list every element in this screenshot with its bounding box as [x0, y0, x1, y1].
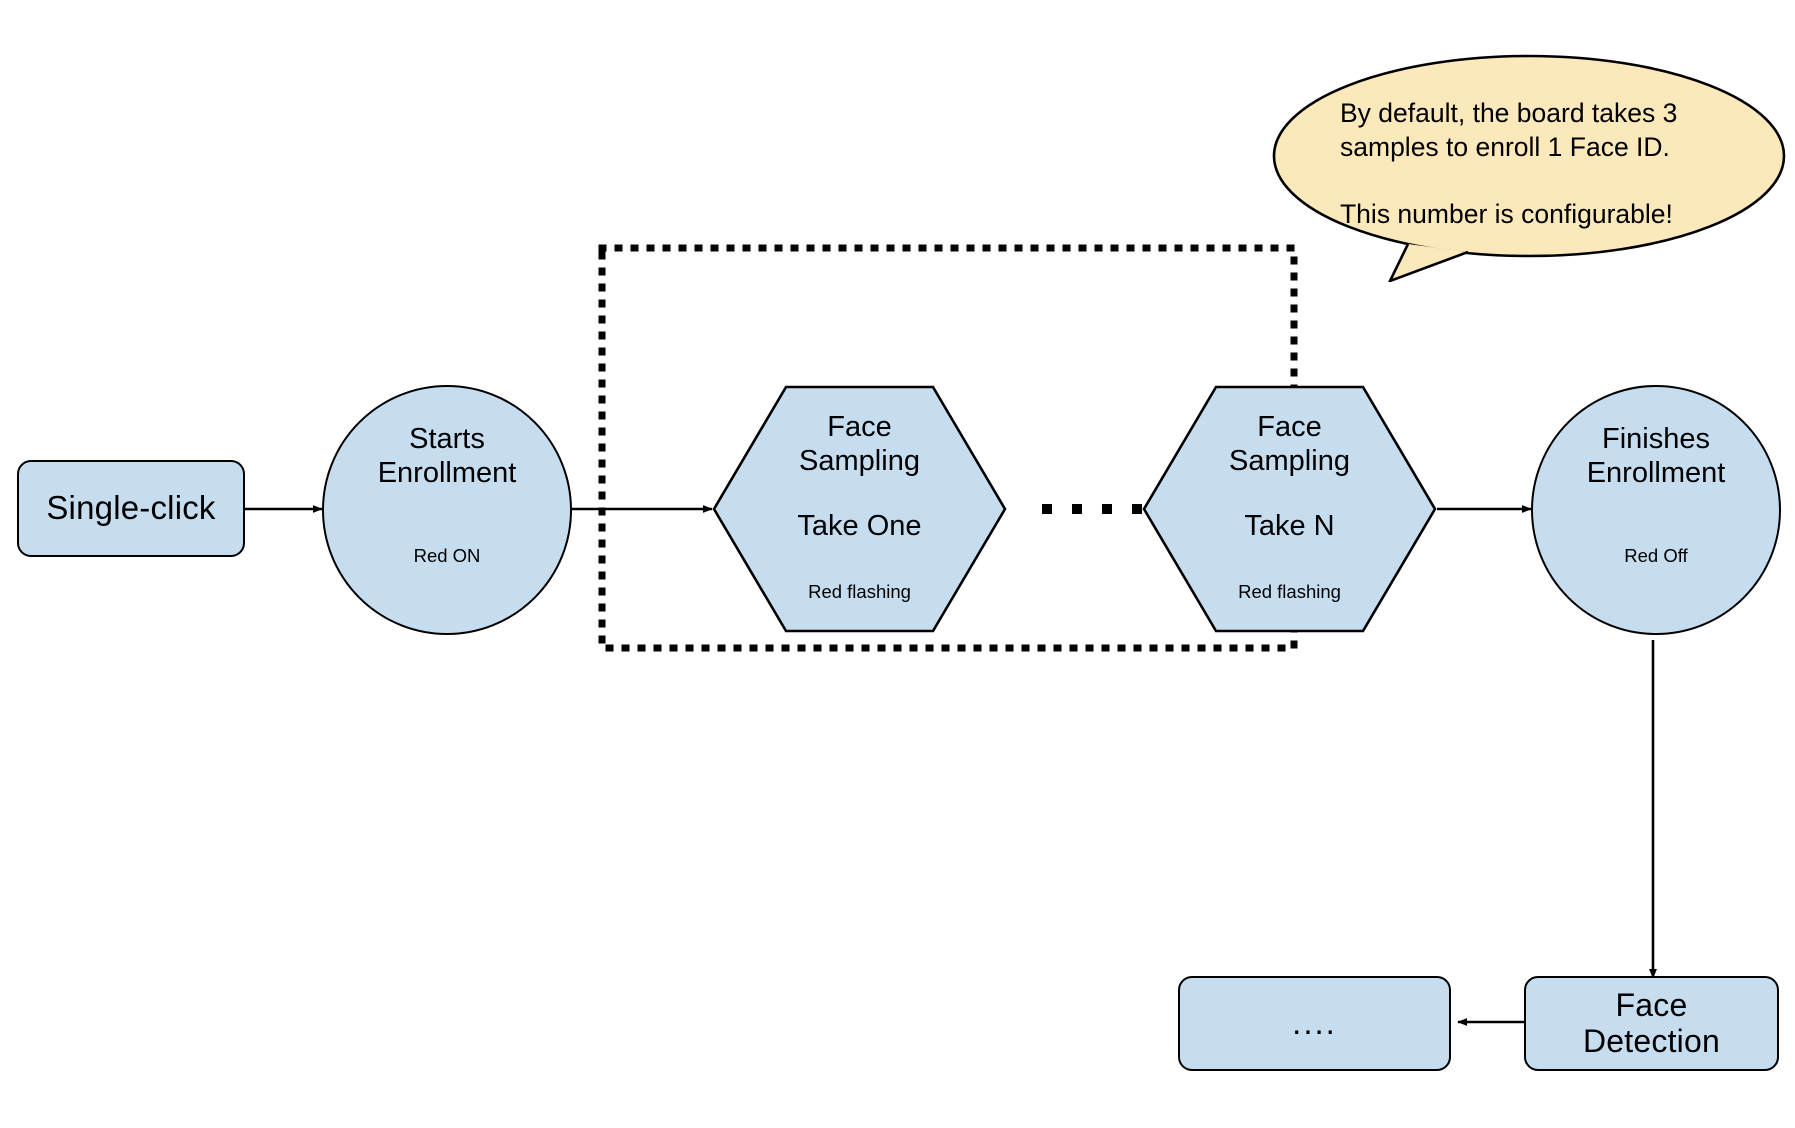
- node-finishes-enrollment[interactable]: Finishes Enrollment Red Off: [1531, 385, 1781, 635]
- more-steps-label: ....: [1292, 1004, 1337, 1042]
- starts-enrollment-line1: Starts: [409, 423, 485, 455]
- node-face-sampling-take-one[interactable]: Face Sampling Take One Red flashing: [712, 385, 1007, 633]
- starts-enrollment-line2: Enrollment: [377, 456, 517, 489]
- node-more-steps[interactable]: ....: [1178, 976, 1451, 1071]
- single-click-label: Single-click: [46, 489, 216, 527]
- hexagon-shape: [1142, 385, 1437, 633]
- starts-enrollment-status: Red ON: [413, 545, 481, 567]
- finishes-enrollment-status: Red Off: [1624, 545, 1688, 567]
- callout-bubble: By default, the board takes 3 samples to…: [1272, 52, 1787, 284]
- node-starts-enrollment[interactable]: Starts Enrollment Red ON: [322, 385, 572, 635]
- finishes-enrollment-line1: Finishes: [1602, 423, 1710, 455]
- callout-bubble-shape: [1272, 54, 1786, 284]
- face-detection-line1: Face: [1615, 986, 1688, 1023]
- hexagon-shape: [712, 385, 1007, 633]
- node-face-detection[interactable]: Face Detection: [1524, 976, 1779, 1071]
- face-detection-line2: Detection: [1583, 1022, 1720, 1059]
- finishes-enrollment-line2: Enrollment: [1586, 456, 1726, 489]
- node-face-sampling-take-n[interactable]: Face Sampling Take N Red flashing: [1142, 385, 1437, 633]
- node-single-click[interactable]: Single-click: [17, 460, 245, 557]
